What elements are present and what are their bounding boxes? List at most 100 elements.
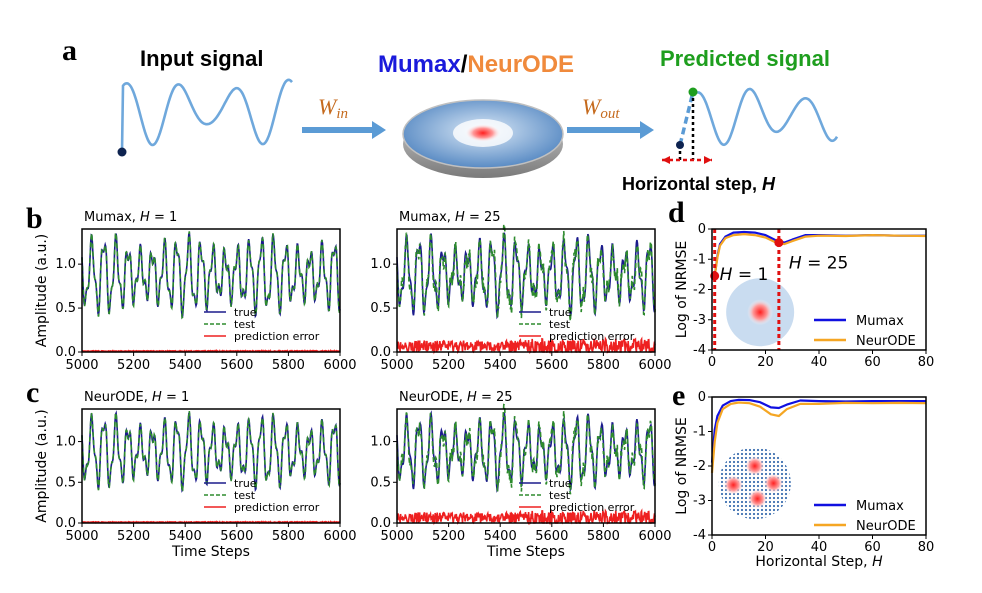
x-tick-label: 5400	[169, 358, 202, 373]
input-start-dot	[117, 147, 127, 157]
x-tick-label: 0	[708, 540, 716, 555]
series-prediction-error	[82, 520, 341, 525]
x-tick-label: 5000	[380, 358, 413, 373]
legend-label: prediction error	[549, 501, 635, 514]
x-tick-label: 6000	[638, 529, 671, 544]
x-tick-label: 5000	[65, 358, 98, 373]
chart-title: NeurODE, H = 25	[399, 390, 513, 405]
x-tick-label: 5800	[587, 358, 620, 373]
model-title: Mumax/NeurODE	[378, 51, 574, 78]
svg-text:Mumax/NeurODE: Mumax/NeurODE	[378, 51, 574, 78]
y-tick-label: 1.0	[55, 435, 76, 450]
series-test	[81, 410, 341, 493]
series-test	[396, 403, 656, 495]
y-tick-label: 0.5	[55, 475, 76, 490]
series-test	[396, 222, 656, 322]
disk-illustration	[402, 99, 564, 178]
x-tick-label: 5400	[484, 529, 517, 544]
series-prediction-error	[81, 348, 341, 354]
plot-frame	[396, 228, 656, 353]
w-out-label: Wout	[582, 94, 620, 122]
y-tick-label: -3	[693, 313, 706, 328]
y-tick-label: 0.0	[55, 345, 76, 360]
prediction-dashed-line	[678, 91, 695, 146]
x-tick-label: 60	[864, 355, 881, 370]
x-tick-label: 5800	[272, 358, 305, 373]
x-axis-label: Time Steps	[486, 544, 565, 560]
x-axis-label: Time Steps	[171, 544, 250, 560]
y-axis-label: Log of NRMSE	[674, 241, 690, 338]
x-tick-label: 6000	[638, 358, 671, 373]
legend-label: NeurODE	[856, 519, 916, 534]
legend-label: prediction error	[234, 501, 320, 514]
x-tick-label: 6000	[323, 529, 356, 544]
y-tick-label: 0.5	[370, 301, 391, 316]
x-tick-label: 80	[918, 355, 935, 370]
x-tick-label: 60	[864, 540, 881, 555]
red-spot-icon	[744, 456, 765, 476]
legend-label: prediction error	[234, 330, 320, 343]
series-prediction-error	[396, 508, 656, 526]
legend-label: test	[234, 489, 256, 502]
arrow-out-shape	[567, 121, 654, 139]
legend-label: true	[549, 306, 572, 319]
arrow-in-shape	[302, 121, 386, 139]
y-tick-label: -2	[693, 283, 706, 298]
x-tick-label: 5200	[432, 529, 465, 544]
legend-label: test	[234, 318, 256, 331]
marker-label: H = 25	[789, 254, 848, 274]
x-tick-label: 0	[708, 355, 716, 370]
marker-dot	[774, 238, 784, 248]
legend-label: Mumax	[856, 314, 904, 329]
red-spot-icon	[747, 299, 774, 326]
input-signal-label: Input signal	[140, 46, 263, 71]
x-tick-label: 5800	[272, 529, 305, 544]
y-tick-label: 1.0	[370, 435, 391, 450]
series-mumax	[710, 398, 926, 463]
plot-frame	[81, 408, 341, 524]
x-tick-label: 5400	[484, 358, 517, 373]
panel-a: a Input signal Win Mumax/NeurODE Wout Pr…	[62, 34, 839, 194]
y-axis-label: Amplitude (a.u.)	[34, 234, 50, 347]
y-tick-label: -2	[693, 459, 706, 474]
x-tick-label: 5600	[535, 358, 568, 373]
plot-frame	[81, 228, 341, 353]
panel-letter-a: a	[62, 34, 77, 67]
legend-label: true	[549, 477, 572, 490]
x-tick-label: 5600	[220, 529, 253, 544]
y-tick-label: 0.5	[55, 301, 76, 316]
panel-letter-c: c	[26, 376, 39, 409]
legend-label: true	[234, 306, 257, 319]
legend-label: test	[549, 489, 571, 502]
input-signal-wave	[117, 78, 293, 157]
y-tick-label: 1.0	[55, 257, 76, 272]
x-tick-label: 40	[811, 355, 828, 370]
series-prediction-error	[396, 336, 656, 355]
predicted-signal-wave	[662, 87, 839, 164]
neurode-title: NeurODE	[467, 51, 574, 78]
legend-label: test	[549, 318, 571, 331]
panel-letter-d: d	[668, 196, 685, 229]
red-spot-icon	[465, 124, 501, 142]
legend-label: NeurODE	[856, 334, 916, 349]
x-tick-label: 40	[811, 540, 828, 555]
chart-title: Mumax, H = 25	[399, 210, 501, 225]
x-tick-label: 20	[757, 540, 774, 555]
mumax-title: Mumax	[378, 51, 461, 78]
red-spot-icon	[763, 473, 784, 494]
chart-title: NeurODE, H = 1	[84, 390, 189, 405]
y-tick-label: 0.5	[370, 475, 391, 490]
panel-letter-e: e	[672, 379, 685, 412]
x-tick-label: 20	[757, 355, 774, 370]
horizontal-step-label: Horizontal step, H	[622, 174, 776, 194]
plot-frame	[396, 408, 656, 524]
legend-label: Mumax	[856, 499, 904, 514]
red-spot-icon	[747, 488, 768, 509]
y-axis-label: Log of NRMSE	[674, 417, 690, 514]
x-tick-label: 5800	[587, 529, 620, 544]
